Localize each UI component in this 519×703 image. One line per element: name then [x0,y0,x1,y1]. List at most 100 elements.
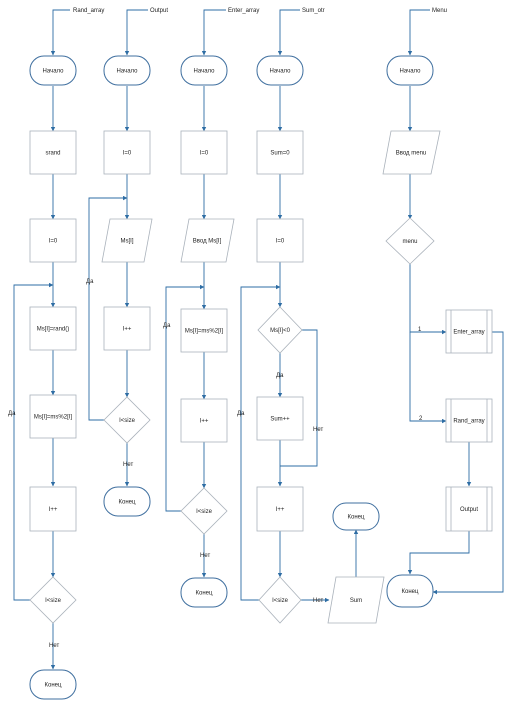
subprocess-box[interactable] [445,398,493,443]
yes-label: Да [86,279,94,285]
no-label: Нет [49,643,59,649]
flow-column-2: Начало I=0 Ms[I] I++ I<size Конец Да Нет [86,55,153,517]
io-label: Ввод menu [396,151,427,157]
yes-label: Да [237,411,245,417]
connector [201,9,226,56]
decision-diamond[interactable] [29,576,77,624]
decision-diamond[interactable] [103,396,151,444]
start-terminal[interactable] [256,55,304,86]
decision-diamond[interactable] [258,576,302,624]
process-label: Sum=0 [270,151,290,157]
column-title: Enter_array [228,8,259,14]
process-box[interactable] [103,130,151,175]
process-label: I++ [123,327,132,333]
yes-label: Да [163,323,171,329]
no-label: Нет [200,553,210,559]
option-label: 1 [418,327,422,333]
io-label: Ввод Ms[I] [193,239,222,245]
process-label: Ms[I]=ms%2[I] [34,415,73,421]
io-parallelogram[interactable] [382,130,441,175]
end-terminal[interactable] [386,574,434,608]
end-label: Конец [402,589,419,595]
process-box[interactable] [256,218,304,263]
no-label: Нет [313,598,323,604]
start-terminal[interactable] [180,55,228,86]
start-label: Начало [270,69,292,75]
option-label: 2 [419,416,423,422]
connector-yes-loop [13,282,54,601]
decision-diamond[interactable] [385,217,435,265]
no-label: Нет [313,427,323,433]
process-box[interactable] [29,486,77,532]
io-label: Sum [350,598,362,604]
process-label: srand [45,151,60,157]
end-terminal[interactable] [332,502,380,531]
end-terminal[interactable] [180,577,228,608]
process-label: I=0 [123,151,132,157]
process-box[interactable] [29,218,77,263]
connector [277,9,300,56]
end-label: Конец [348,515,365,521]
process-box[interactable] [180,398,228,443]
end-label: Конец [119,500,136,506]
subprocess-box[interactable] [445,486,493,532]
start-terminal[interactable] [386,55,434,86]
process-box[interactable] [29,394,77,439]
connector [50,9,70,56]
decision-label: I<size [119,418,136,424]
connector-no [280,329,318,467]
flow-column-3: Начало I=0 Ввод Ms[I] Ms[I]=ms%2[I] I++ … [163,55,235,608]
flow-column-4: Начало Sum=0 I=0 Ms[I]<0 Sum++ I++ I<siz… [237,55,385,624]
connector [432,331,504,595]
process-label: I=0 [49,239,58,245]
subprocess-box[interactable] [445,309,493,354]
process-box[interactable] [103,306,151,351]
decision-diamond[interactable] [257,306,303,354]
io-label: Ms[I] [121,239,134,245]
connector-yes-loop [240,284,281,601]
column-title: Rand_array [73,8,104,14]
decision-label: I<size [196,509,213,515]
io-parallelogram[interactable] [327,576,385,624]
yes-label: Да [276,373,284,379]
process-box[interactable] [29,130,77,175]
process-label: I=0 [200,151,209,157]
process-label: Ms[I]=rand() [37,327,70,333]
no-label: Нет [123,462,133,468]
start-label: Начало [400,69,422,75]
end-terminal[interactable] [29,669,77,700]
flow-column-1: Начало srand I=0 Ms[I]=rand() Ms[I]=ms%2… [8,55,77,700]
process-label: Sum++ [270,417,290,423]
end-label: Конец [196,591,213,597]
process-label: I=0 [276,239,285,245]
process-box[interactable] [29,306,77,351]
decision-label: Ms[I]<0 [270,328,291,334]
start-terminal[interactable] [103,55,151,86]
connector [124,9,148,56]
subprocess-label: Enter_array [453,330,484,336]
connector-yes-loop [88,195,128,421]
start-label: Начало [43,69,65,75]
process-box[interactable] [256,396,304,441]
decision-label: menu [402,239,417,245]
process-box[interactable] [180,308,228,353]
end-terminal[interactable] [103,486,151,517]
flow-column-5: Начало Ввод menu menu Enter_array Rand_a… [382,55,493,608]
process-box[interactable] [180,130,228,175]
connector [407,9,430,56]
connectors [13,9,504,670]
process-label: I++ [200,419,209,425]
process-label: I++ [49,507,58,513]
start-terminal[interactable] [29,55,77,86]
process-box[interactable] [256,486,304,532]
io-parallelogram[interactable] [180,218,235,263]
process-box[interactable] [256,130,304,175]
decision-diamond[interactable] [180,487,228,535]
io-parallelogram[interactable] [101,218,153,263]
start-label: Начало [117,69,139,75]
decision-label: I<size [45,598,62,604]
column-title: Output [150,8,168,14]
process-label: I++ [276,507,285,513]
column-title: Sum_otr [302,8,325,14]
